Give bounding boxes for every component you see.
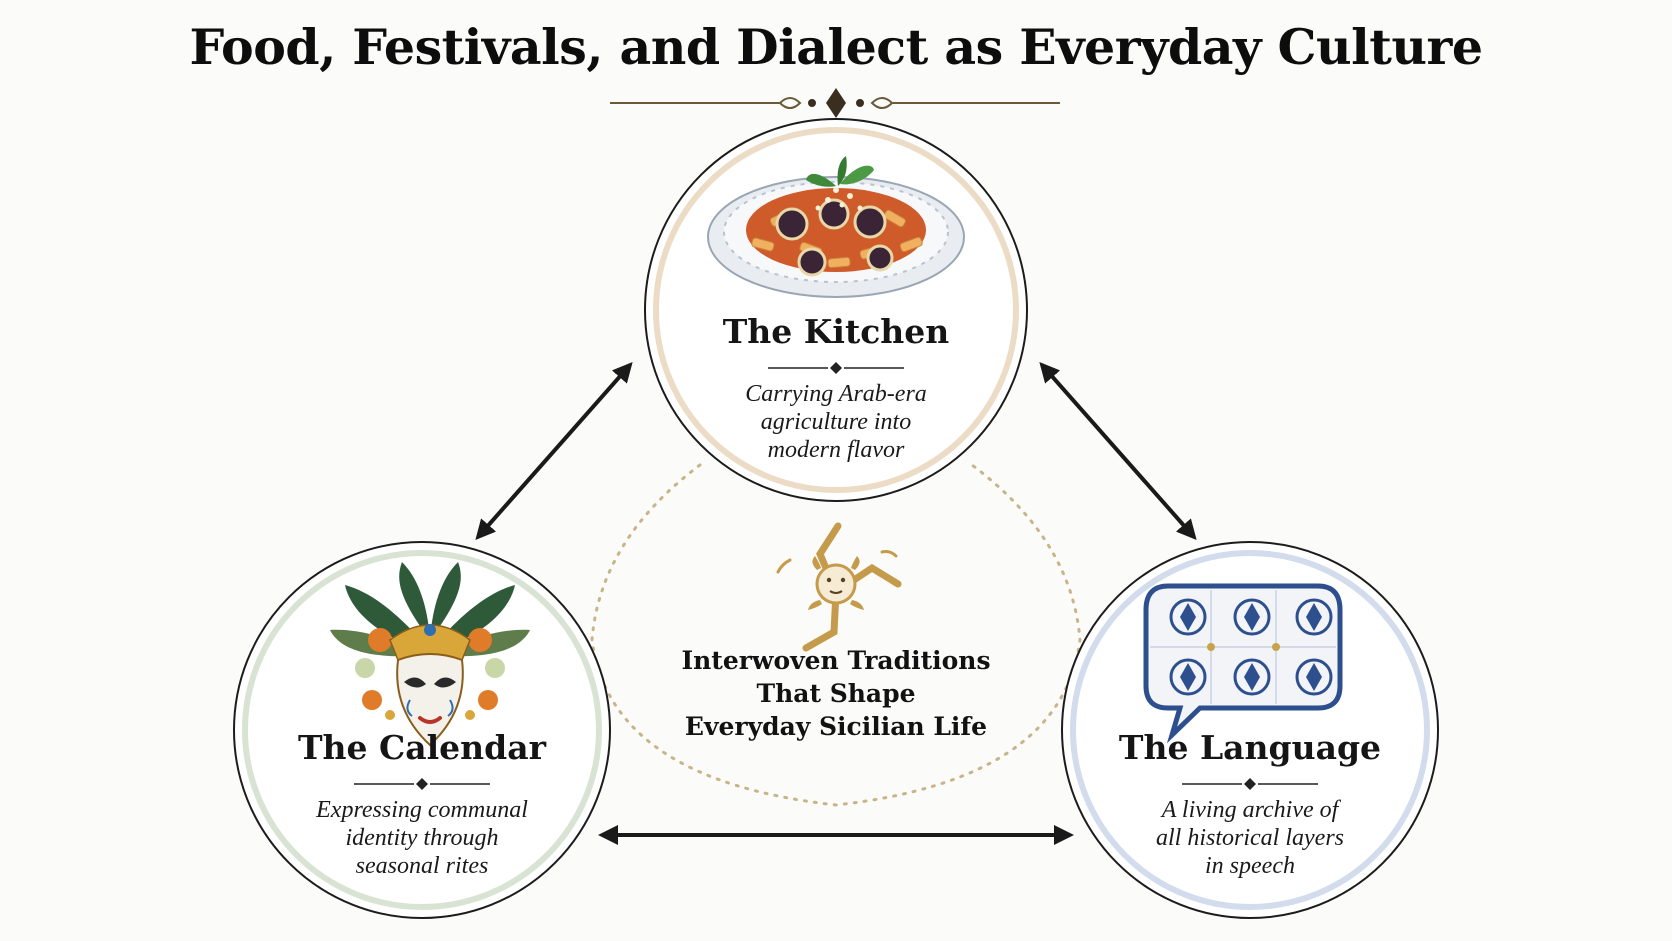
page-title: Food, Festivals, and Dialect as Everyday… xyxy=(189,18,1483,76)
arrow-kitchen-language xyxy=(1039,362,1197,540)
calendar-description-line: identity through xyxy=(345,825,499,851)
arrow-kitchen-calendar xyxy=(475,362,633,540)
calendar-description: Expressing communal identity through sea… xyxy=(262,796,582,880)
language-description: A living archive of all historical layer… xyxy=(1090,796,1410,880)
calendar-description-line: seasonal rites xyxy=(355,853,489,879)
pasta-plate-icon xyxy=(707,156,965,298)
trinacria-icon xyxy=(776,522,902,652)
language-divider xyxy=(1182,778,1318,790)
kitchen-title: The Kitchen xyxy=(722,312,950,351)
language-description-line: all historical layers xyxy=(1156,825,1344,851)
language-title: The Language xyxy=(1118,728,1382,767)
center-label-line: That Shape xyxy=(756,679,916,708)
calendar-description-line: Expressing communal xyxy=(316,797,528,823)
calendar-title: The Calendar xyxy=(297,728,547,767)
tiled-speech-bubble-icon xyxy=(1143,583,1343,744)
kitchen-divider xyxy=(768,362,904,374)
calendar-divider xyxy=(354,778,490,790)
carnival-mask-icon xyxy=(330,562,530,747)
dotted-connection-arc xyxy=(590,463,1082,807)
node-language: The Language A living archive of all his… xyxy=(1090,728,1410,888)
node-calendar: The Calendar Expressing communal identit… xyxy=(262,728,582,888)
center-label: Interwoven Traditions That Shape Everyda… xyxy=(636,644,1036,743)
node-kitchen: The Kitchen Carrying Arab-era agricultur… xyxy=(676,312,996,472)
kitchen-description-line: agriculture into xyxy=(760,409,912,435)
center-label-line: Interwoven Traditions xyxy=(681,646,991,675)
kitchen-description-line: modern flavor xyxy=(767,437,905,463)
language-description-line: A living archive of xyxy=(1161,797,1339,823)
kitchen-description: Carrying Arab-era agriculture into moder… xyxy=(676,380,996,464)
title-divider-ornament xyxy=(610,88,1060,118)
center-label-line: Everyday Sicilian Life xyxy=(684,712,988,741)
language-description-line: in speech xyxy=(1205,853,1295,879)
kitchen-description-line: Carrying Arab-era xyxy=(745,381,927,407)
